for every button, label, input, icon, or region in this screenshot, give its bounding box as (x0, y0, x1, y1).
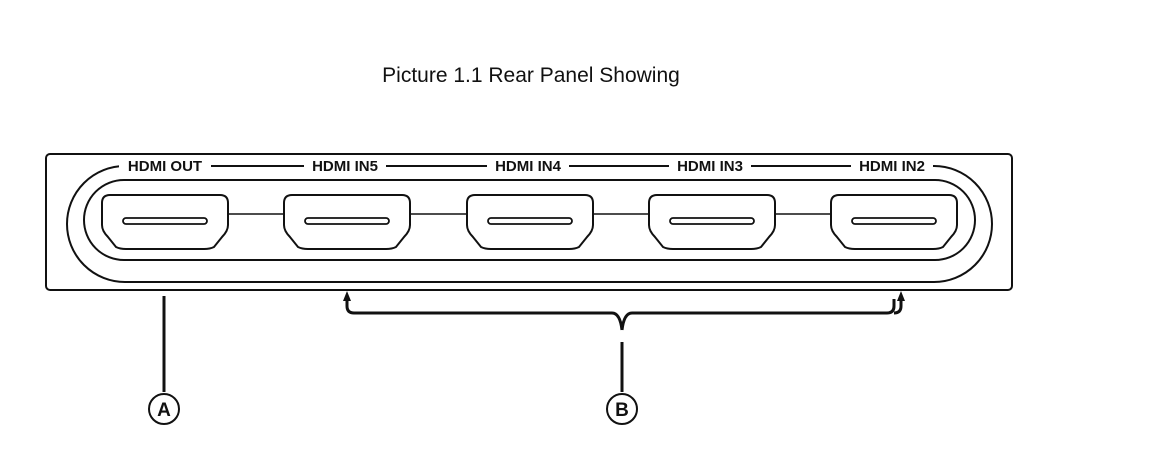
port-label-hdmi-in4: HDMI IN4 (495, 158, 561, 175)
hdmi-ports (101, 194, 958, 250)
rear-panel-outline (45, 153, 1013, 291)
hdmi-port-slot (304, 217, 390, 225)
port-label-background (119, 158, 211, 174)
hdmi-port-icon (466, 194, 594, 250)
hdmi-port-icon (830, 194, 958, 250)
port-label-background (487, 158, 569, 174)
hdmi-port-slot (487, 217, 573, 225)
hdmi-port-slot (669, 217, 755, 225)
port-label-hdmi-in5: HDMI IN5 (312, 158, 378, 175)
callout-a-letter: A (157, 400, 171, 421)
callout-b-bracket (343, 291, 905, 392)
hdmi-port-icon (283, 194, 411, 250)
callout-a-circle (148, 393, 180, 425)
hdmi-port-slot (122, 217, 208, 225)
port-label-background (669, 158, 751, 174)
hdmi-port-icon (648, 194, 776, 250)
bracket-line (345, 299, 903, 331)
port-label-background (304, 158, 386, 174)
port-label-hdmi-out: HDMI OUT (128, 158, 202, 175)
hdmi-port-slot (851, 217, 937, 225)
callout-b-circle (606, 393, 638, 425)
port-label-hdmi-in3: HDMI IN3 (677, 158, 743, 175)
port-label-hdmi-in2: HDMI IN2 (859, 158, 925, 175)
diagram-caption: Picture 1.1 Rear Panel Showing (382, 64, 680, 87)
callout-b-letter: B (615, 400, 629, 421)
hdmi-port-icon (101, 194, 229, 250)
port-label-backgrounds (119, 158, 933, 174)
port-group-inner-border (83, 179, 976, 261)
bracket-left-arrow-icon (343, 291, 351, 301)
port-label-background (851, 158, 933, 174)
bracket-right-arrow-icon (897, 291, 905, 301)
